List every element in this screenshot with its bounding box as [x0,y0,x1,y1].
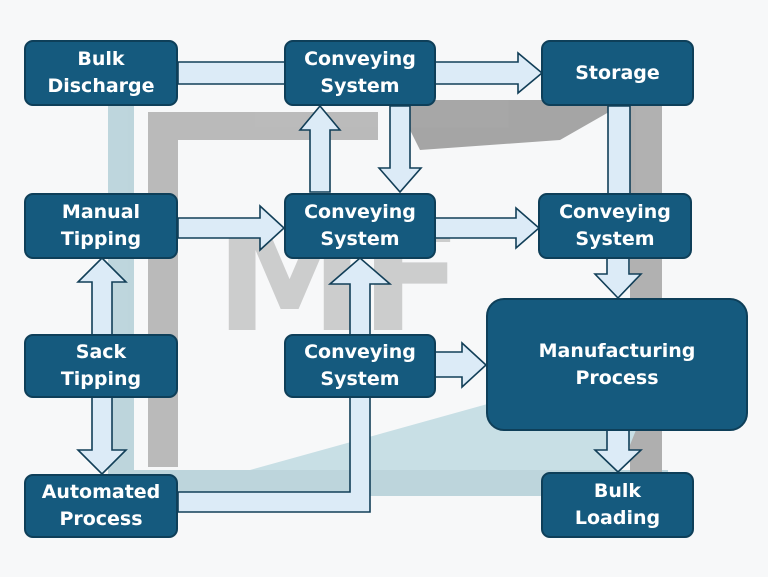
arrow-sack-tipping-to-automated-process [76,396,128,476]
arrow-conveying-top-to-storage [434,51,544,95]
node-storage: Storage [541,40,694,106]
arrow-manual-tipping-to-conveying-middle [177,204,286,252]
arrow-conveying-right-to-manufacturing [593,256,643,300]
node-conveying-system-right-label: Conveying System [559,201,671,250]
arrows [76,51,643,513]
watermark-frame-gray-top [148,112,378,140]
node-bulk-loading: Bulk Loading [541,472,694,538]
node-conveying-system-top-label: Conveying System [304,48,416,97]
arrow-conveying-top-to-conveying-middle [377,105,423,194]
node-bulk-discharge-label: Bulk Discharge [47,48,155,97]
node-conveying-system-top: Conveying System [284,40,436,106]
node-storage-label: Storage [575,61,660,84]
arrow-bulk-discharge-to-conveying-top [177,61,286,85]
node-automated-process: Automated Process [24,474,178,538]
arrow-conveying-middle-to-conveying-right [434,206,541,250]
arrow-manufacturing-to-bulk-loading [593,429,643,474]
arrow-conveying-lower-to-manufacturing [434,341,488,389]
node-manufacturing-process-label: Manufacturing Process [538,339,696,389]
node-conveying-system-middle-label: Conveying System [304,201,416,250]
node-bulk-loading-label: Bulk Loading [574,480,661,529]
node-manufacturing-process: Manufacturing Process [486,298,748,431]
node-conveying-system-right: Conveying System [538,193,692,259]
node-bulk-discharge: Bulk Discharge [24,40,178,106]
arrow-sack-tipping-to-manual-tipping [76,256,128,336]
node-sack-tipping: Sack Tipping [24,334,178,398]
watermark-swoosh-top [395,100,630,150]
node-manual-tipping-label: Manual Tipping [60,201,142,250]
arrow-storage-to-conveying-right [607,105,631,195]
arrow-conveying-middle-to-conveying-top [298,104,342,193]
node-conveying-system-lower: Conveying System [284,334,436,398]
node-conveying-system-middle: Conveying System [284,193,436,259]
node-sack-tipping-label: Sack Tipping [60,341,142,390]
node-manual-tipping: Manual Tipping [24,193,178,259]
node-automated-process-label: Automated Process [41,481,161,530]
watermark-frame-gray-left [148,112,178,467]
node-conveying-system-lower-label: Conveying System [304,341,416,390]
